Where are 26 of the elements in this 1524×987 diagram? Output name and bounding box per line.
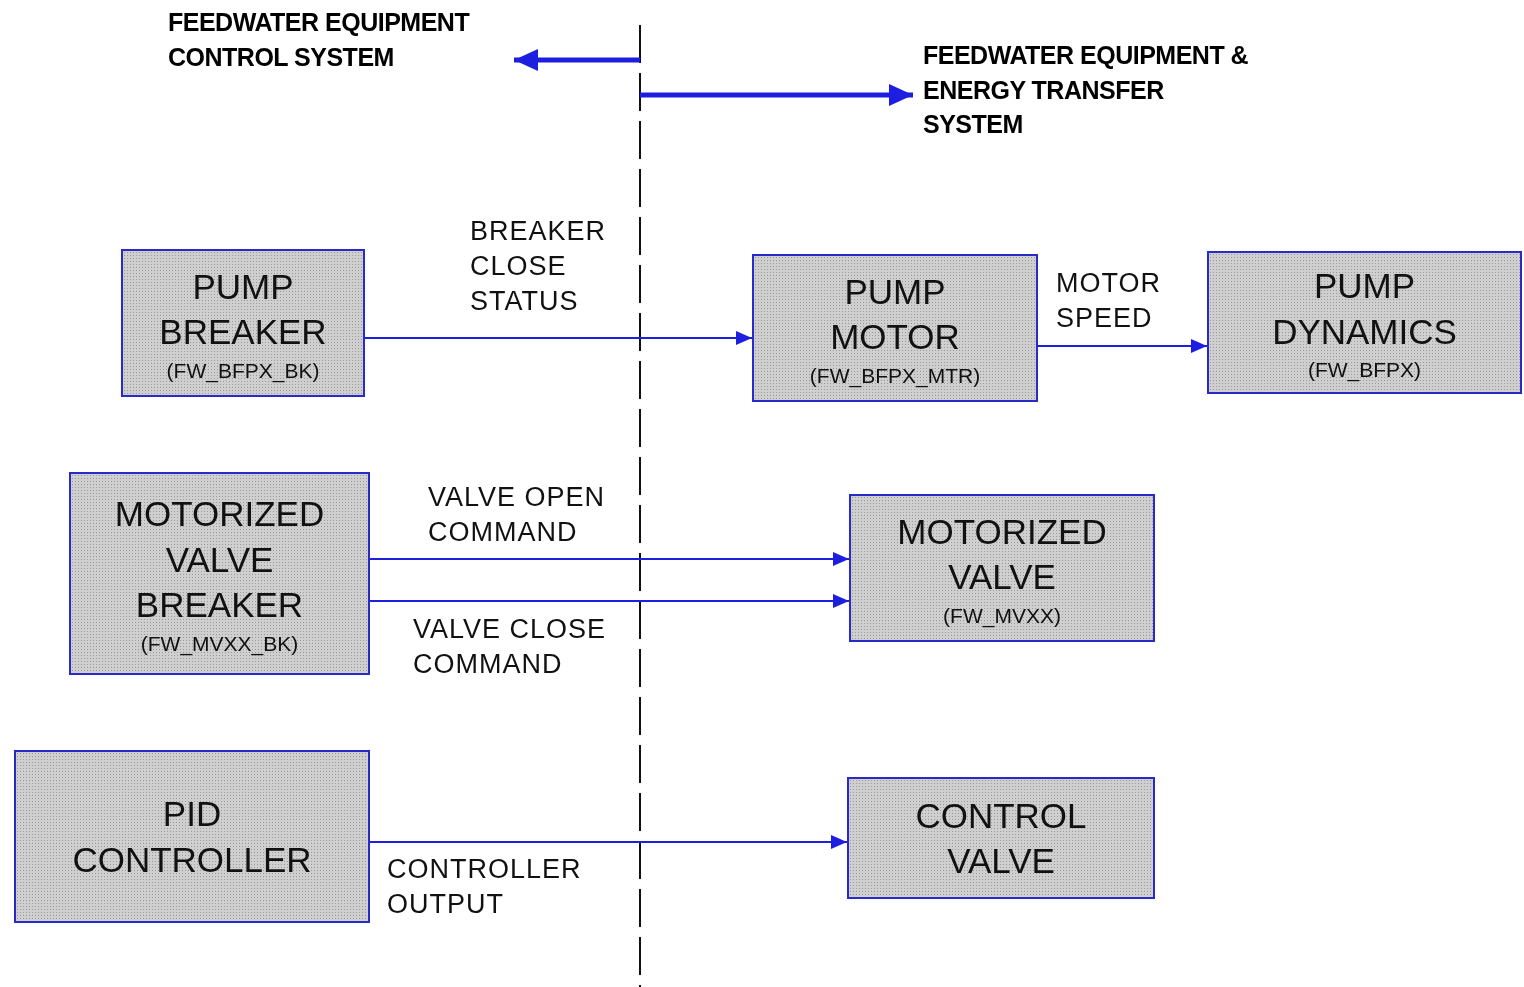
system-label: FEEDWATER EQUIPMENT CONTROL SYSTEM <box>168 5 508 74</box>
process-box <box>69 472 370 675</box>
process-box <box>121 249 365 397</box>
box-title: CONTROL VALVE <box>914 794 1088 882</box>
box-code: (FW_BFPX) <box>1307 358 1422 382</box>
edge-label: VALVE OPEN COMMAND <box>428 481 607 550</box>
box-code: (FW_MVXX_BK) <box>140 631 299 656</box>
box-title: PID CONTROLLER <box>71 793 313 881</box>
edge-label: VALVE CLOSE COMMAND <box>413 613 608 682</box>
box-code: (FW_MVXX) <box>943 603 1061 628</box>
box-title: PUMP MOTOR <box>829 270 961 358</box>
box-title: PUMP DYNAMICS <box>1271 265 1458 353</box>
box-title: MOTORIZED VALVE BREAKER <box>113 493 326 627</box>
process-box <box>847 777 1155 899</box>
process-box <box>14 750 370 923</box>
box-title: PUMP BREAKER <box>158 265 328 353</box>
process-box <box>849 494 1155 642</box>
box-code: (FW_BFPX_BK) <box>166 358 320 383</box>
edge-label: BREAKER CLOSE STATUS <box>470 215 608 319</box>
process-box <box>1207 251 1522 394</box>
box-code: (FW_BFPX_MTR) <box>809 363 981 388</box>
system-label: FEEDWATER EQUIPMENT & ENERGY TRANSFER SYSTEM <box>923 38 1263 142</box>
process-box <box>752 254 1038 402</box>
edge-label: CONTROLLER OUTPUT <box>387 853 583 922</box>
box-title: MOTORIZED VALVE <box>896 510 1108 598</box>
edge-label: MOTOR SPEED <box>1056 267 1162 336</box>
